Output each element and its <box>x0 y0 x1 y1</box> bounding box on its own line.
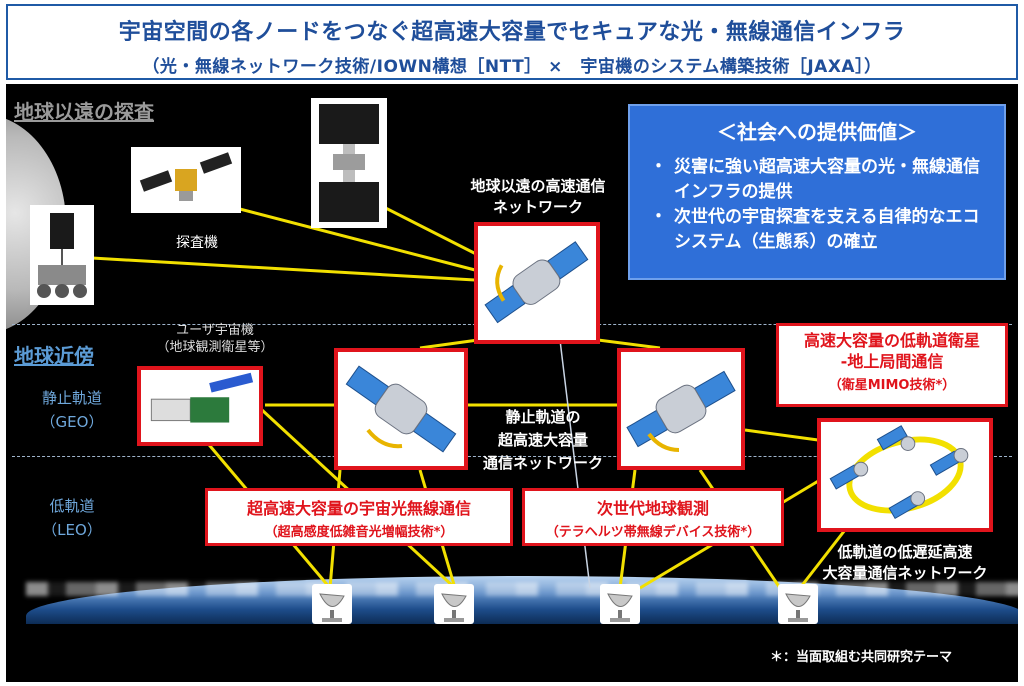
link-far-ground <box>559 339 591 589</box>
optical-comm-sub: （超高感度低雑音光増幅技術*） <box>264 525 454 540</box>
observation-sub: （テラヘルツ帯無線デバイス技術*） <box>545 525 761 540</box>
optical-comm-main: 超高速大容量の宇宙光無線通信 <box>246 499 471 518</box>
section-far-label: 地球以遠の探査 <box>14 100 154 124</box>
link-probe-far <box>204 198 476 272</box>
link-far-geo1 <box>419 338 479 350</box>
user-sat-label: ユーザ宇宙機 （地球観測衛星等） <box>156 323 274 355</box>
footnote: ＊：当面取組む共同研究テーマ <box>770 650 953 665</box>
ground-dish-icon <box>778 584 818 624</box>
link-leo-dish4 <box>798 529 847 589</box>
main-title: 宇宙空間の各ノードをつなぐ超高速大容量でセキュアな光・無線通信インフラ <box>118 20 906 45</box>
geo-satellite-1[interactable] <box>334 348 468 470</box>
far-network-satellite[interactable] <box>474 222 600 344</box>
observation-box: 次世代地球観測 （テラヘルツ帯無線デバイス技術*） <box>522 488 784 546</box>
geo-network-label: 静止軌道の 超高速大容量 通信ネットワーク <box>482 408 603 472</box>
leo-orbit-label: 低軌道 （LEO） <box>42 497 102 539</box>
value-list: 災害に強い超高速大容量の光・無線通信インフラの提供 次世代の宇宙探査を支える自律… <box>646 155 988 255</box>
section-near-label: 地球近傍 <box>14 344 94 368</box>
link-rover-far <box>91 256 476 282</box>
leo-constellation[interactable] <box>817 418 993 532</box>
user-satellite[interactable] <box>137 366 263 446</box>
earth-icon <box>26 576 1018 624</box>
satellite-icon <box>345 365 457 453</box>
subtitle: （光・無線ネットワーク技術/IOWN構想［NTT］ × 宇宙機のシステム構築技術… <box>142 57 882 77</box>
probe-label: 探査機 <box>176 235 218 251</box>
satellite-icon <box>626 370 736 452</box>
link-far-geo2 <box>597 338 661 350</box>
leo-network-label: 低軌道の低遅延高速 大容量通信ネットワーク <box>822 543 988 582</box>
geo-orbit-label: 静止軌道 （GEO） <box>40 389 104 431</box>
geo-leo-divider <box>12 456 1012 457</box>
satellite-icon <box>829 425 969 520</box>
value-box: ＜社会への提供価値＞ 災害に強い超高速大容量の光・無線通信インフラの提供 次世代… <box>628 104 1006 280</box>
probe-icon <box>131 147 241 213</box>
ground-dish-icon <box>434 584 474 624</box>
ground-dish-icon <box>600 584 640 624</box>
geo-satellite-2[interactable] <box>617 348 745 470</box>
leo-ground-box: 高速大容量の低軌道衛星 -地上局間通信 （衛星MIMO技術*） <box>776 323 1008 407</box>
title-box: 宇宙空間の各ノードをつなぐ超高速大容量でセキュアな光・無線通信インフラ （光・無… <box>6 4 1018 80</box>
observation-main: 次世代地球観測 <box>596 499 709 518</box>
satellite-icon <box>150 372 254 423</box>
link-geo2-leo <box>744 428 819 442</box>
ground-dish-icon <box>312 584 352 624</box>
value-item: 次世代の宇宙探査を支える自律的なエコシステム（生態系）の確立 <box>646 205 988 255</box>
optical-comm-box: 超高速大容量の宇宙光無線通信 （超高感度低雑音光増幅技術*） <box>205 488 513 546</box>
leo-ground-main: 高速大容量の低軌道衛星 -地上局間通信 <box>803 331 980 371</box>
far-network-label: 地球以遠の高速通信 ネットワーク <box>470 177 606 216</box>
space-station-icon <box>311 98 387 228</box>
value-title: ＜社会への提供価値＞ <box>717 120 917 144</box>
rover-icon <box>30 205 94 305</box>
leo-ground-sub: （衛星MIMO技術*） <box>828 378 956 393</box>
satellite-icon <box>484 241 589 324</box>
value-item: 災害に強い超高速大容量の光・無線通信インフラの提供 <box>646 155 988 205</box>
